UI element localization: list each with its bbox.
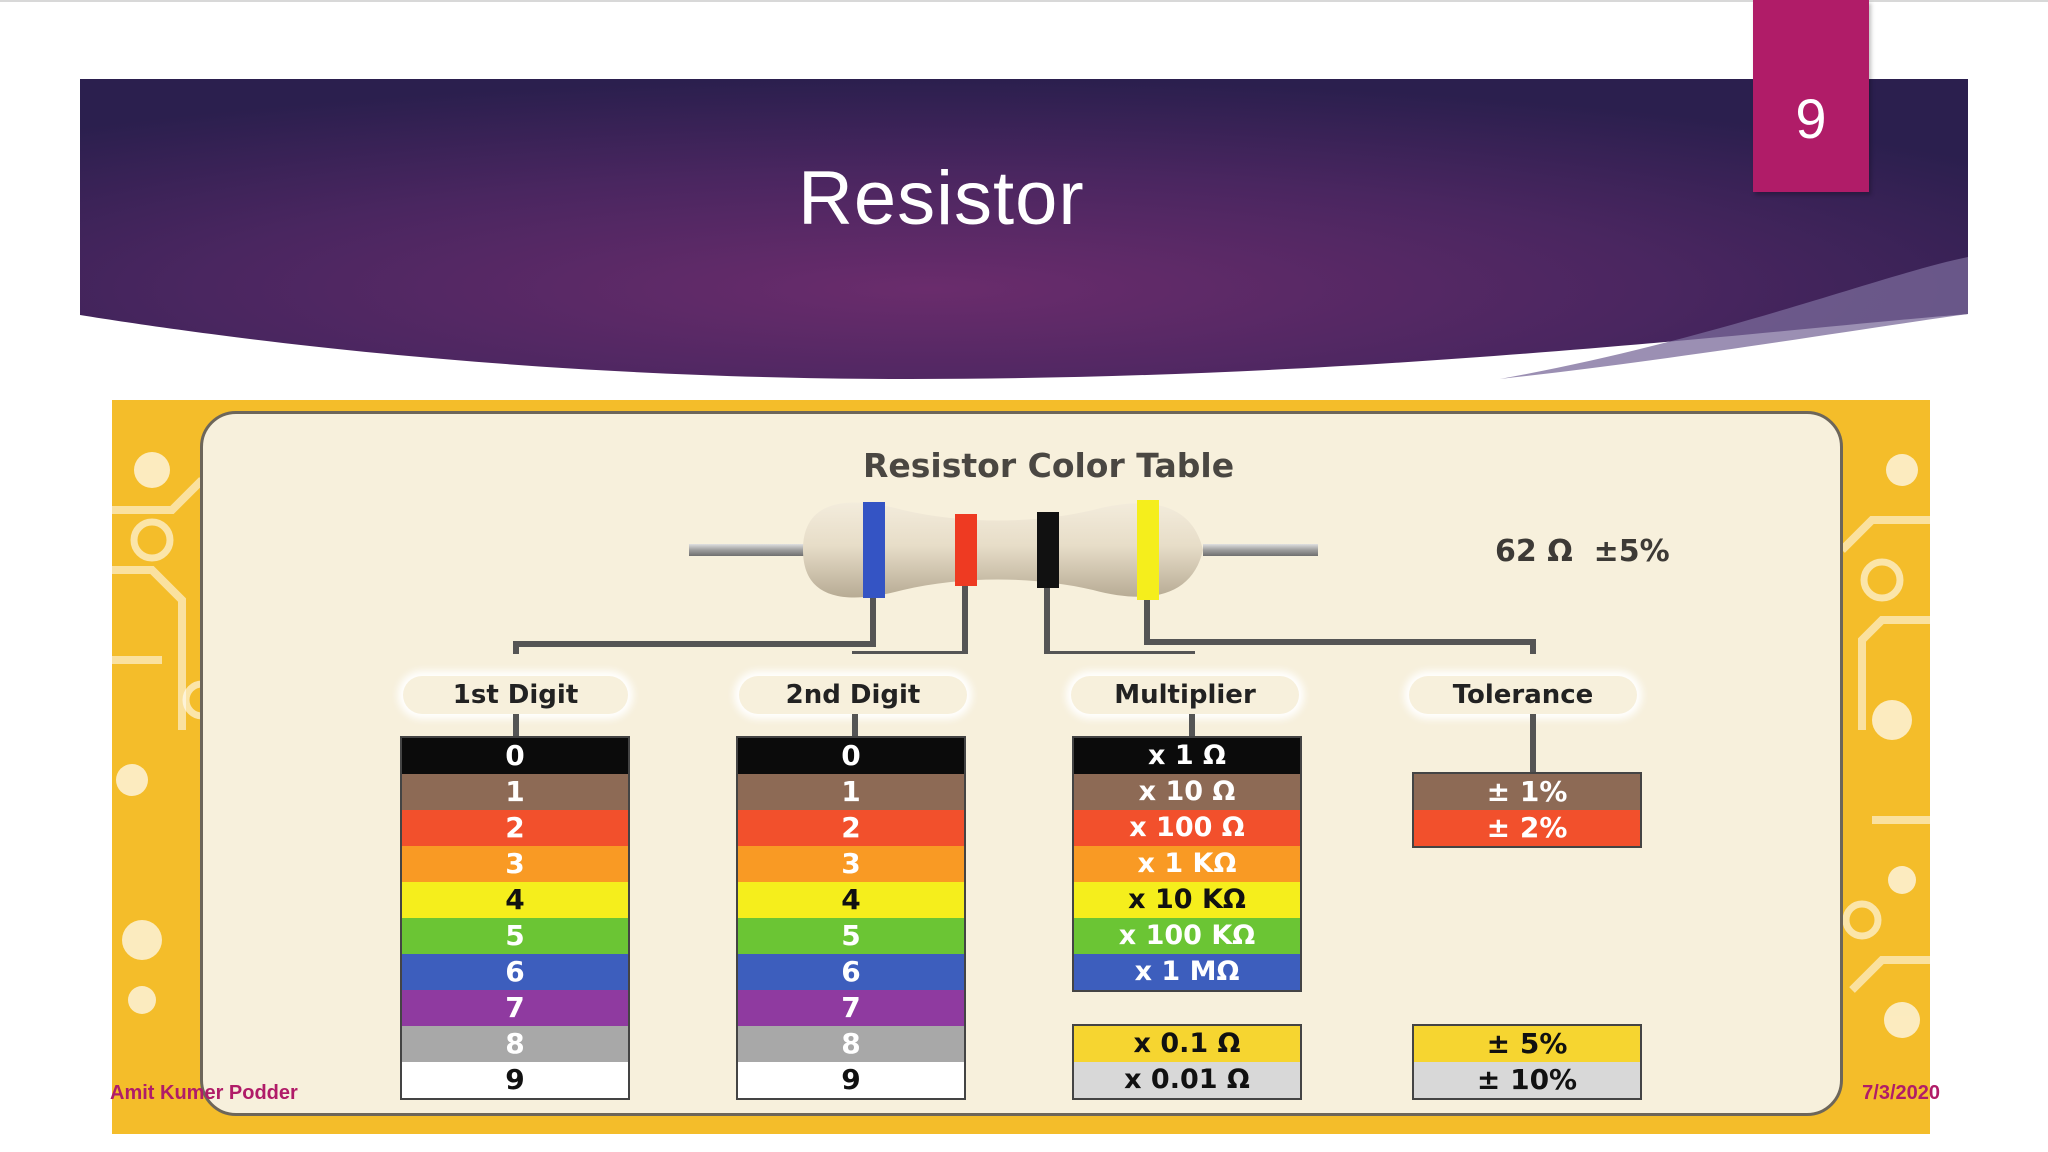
d1-band-row: 8 [402,1026,628,1062]
tolerance-gold-silver-column: ± 5%± 10% [1412,1024,1642,1100]
banner-shape [80,79,1968,379]
mul-x-band-row: x 0.01 Ω [1074,1062,1300,1098]
mul-band-row: x 100 Ω [1074,810,1300,846]
resistor-band-3 [1037,512,1059,588]
d2-band-row: 3 [738,846,964,882]
header-stems [513,714,1536,772]
resistor-band-4 [1137,500,1159,600]
tol-x-band-row: ± 5% [1414,1026,1640,1062]
d1-band-row: 3 [402,846,628,882]
page-number: 9 [1795,87,1827,150]
d1-band-row: 4 [402,882,628,918]
mul-band-row: x 1 Ω [1074,738,1300,774]
resistor-band-1 [863,502,885,598]
mul-band-row: x 1 KΩ [1074,846,1300,882]
d1-band-row: 6 [402,954,628,990]
mul-band-row: x 10 Ω [1074,774,1300,810]
d1-band-row: 9 [402,1062,628,1098]
mul-band-row: x 10 KΩ [1074,882,1300,918]
resistor-lead-right [1203,544,1318,556]
mul-band-row: x 1 MΩ [1074,954,1300,990]
d2-band-row: 6 [738,954,964,990]
d1-band-row: 7 [402,990,628,1026]
resistor-illustration [513,500,1536,654]
header-first-digit: 1st Digit [403,676,628,714]
d2-band-row: 4 [738,882,964,918]
resistor-band-2 [955,514,977,586]
tol-band-row: ± 2% [1414,810,1640,846]
mul-x-band-row: x 0.1 Ω [1074,1026,1300,1062]
mul-band-row: x 100 KΩ [1074,918,1300,954]
header-tolerance: Tolerance [1409,676,1637,714]
d1-band-row: 2 [402,810,628,846]
d2-band-row: 7 [738,990,964,1026]
header-multiplier: Multiplier [1071,676,1299,714]
resistor-body [803,502,1203,598]
d2-band-row: 0 [738,738,964,774]
connector-lines [513,586,1536,654]
d2-band-row: 9 [738,1062,964,1098]
resistor-reading: 62 Ω ±5% [1495,534,1670,569]
tol-band-row: ± 1% [1414,774,1640,810]
header-second-digit: 2nd Digit [739,676,967,714]
slide-title: Resistor [798,156,1085,241]
d1-band-row: 0 [402,738,628,774]
d2-band-row: 1 [738,774,964,810]
color-table-title: Resistor Color Table [863,446,1235,485]
title-banner [80,79,1968,379]
d2-band-row: 2 [738,810,964,846]
resistor-lead-left [689,544,809,556]
slide-top-border [0,0,2048,2]
color-table-panel: Resistor Color Table [200,411,1843,1116]
d1-band-row: 1 [402,774,628,810]
footer-date: 7/3/2020 [1862,1082,1940,1104]
tolerance-column: ± 1%± 2% [1412,772,1642,848]
footer-author: Amit Kumer Podder [110,1082,298,1104]
d2-band-row: 5 [738,918,964,954]
tol-x-band-row: ± 10% [1414,1062,1640,1098]
d1-band-row: 5 [402,918,628,954]
resistor-color-table-image: Resistor Color Table [112,400,1930,1134]
d2-band-row: 8 [738,1026,964,1062]
page-number-tab: 9 [1753,0,1869,192]
